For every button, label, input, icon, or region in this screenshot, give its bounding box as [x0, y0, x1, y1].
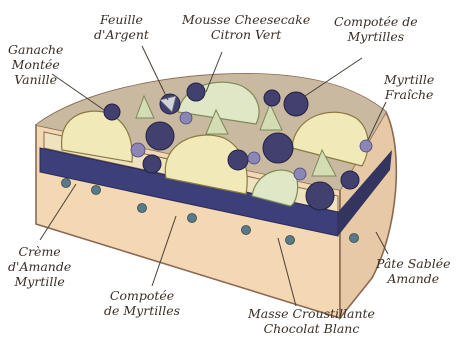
crust-berry	[188, 214, 197, 223]
label-line: Feuille	[94, 12, 149, 27]
label-line: Crème	[8, 244, 71, 259]
blueberry	[306, 182, 334, 210]
crust-berry	[92, 186, 101, 195]
label-line: Chocolat Blanc	[248, 321, 375, 336]
label-line: d'Amande	[8, 259, 71, 274]
label-myrtille-fraiche: Myrtille Fraîche	[384, 72, 434, 102]
label-line: Compotée	[104, 288, 180, 303]
blueberry	[187, 83, 205, 101]
label-line: Montée	[8, 57, 63, 72]
blueberry	[341, 171, 359, 189]
label-compotee-top: Compotée de Myrtilles	[334, 14, 418, 44]
label-line: Myrtille	[384, 72, 434, 87]
blueberry	[264, 90, 280, 106]
crust-berry	[350, 234, 359, 243]
crust-berry	[138, 204, 147, 213]
blueberry-light	[248, 152, 260, 164]
label-line: Masse Croustillante	[248, 306, 375, 321]
label-line: Myrtilles	[334, 29, 418, 44]
label-creme-amande: Crème d'Amande Myrtille	[8, 244, 71, 289]
blueberry	[146, 122, 174, 150]
label-line: Mousse Cheesecake	[182, 12, 310, 27]
crust-berry	[286, 236, 295, 245]
label-mousse-cheesecake: Mousse Cheesecake Citron Vert	[182, 12, 310, 42]
label-feuille-argent: Feuille d'Argent	[94, 12, 149, 42]
label-line: Vanille	[8, 72, 63, 87]
label-line: Ganache	[8, 42, 63, 57]
label-ganache: Ganache Montée Vanille	[8, 42, 63, 87]
label-line: Pâte Sablée	[376, 256, 451, 271]
blueberry	[228, 150, 248, 170]
label-masse-croustillante: Masse Croustillante Chocolat Blanc	[248, 306, 375, 336]
blueberry	[284, 92, 308, 116]
blueberry	[263, 133, 293, 163]
blueberry-light	[360, 140, 372, 152]
blueberry-light	[294, 168, 306, 180]
crust-berry	[242, 226, 251, 235]
crust-berry	[62, 179, 71, 188]
label-line: Citron Vert	[182, 27, 310, 42]
label-compotee-bottom: Compotée de Myrtilles	[104, 288, 180, 318]
blueberry-light	[131, 143, 145, 157]
label-line: Fraîche	[384, 87, 434, 102]
label-pate-sablee: Pâte Sablée Amande	[376, 256, 451, 286]
blueberry	[104, 104, 120, 120]
blueberry-light	[180, 112, 192, 124]
blueberry	[143, 155, 161, 173]
label-line: Compotée de	[334, 14, 418, 29]
label-line: de Myrtilles	[104, 303, 180, 318]
label-line: d'Argent	[94, 27, 149, 42]
label-line: Myrtille	[8, 274, 71, 289]
label-line: Amande	[376, 271, 451, 286]
